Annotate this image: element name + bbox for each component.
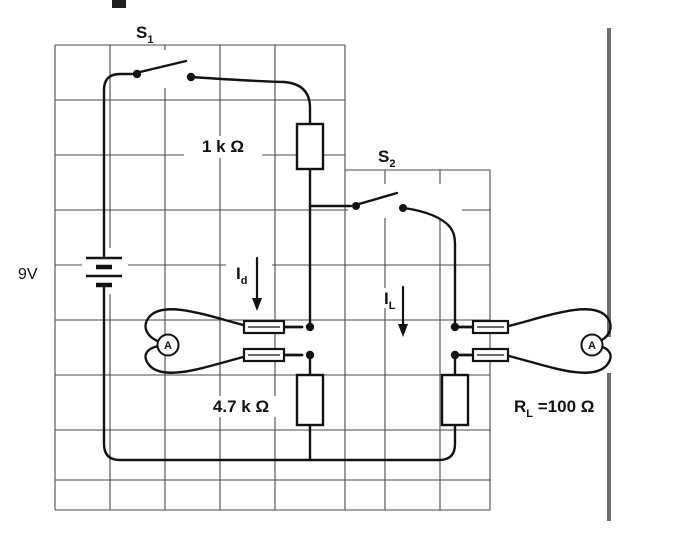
switch-s2-label: S2: [378, 147, 395, 170]
switch-terminal-dot: [186, 72, 196, 82]
junction-dot: [305, 350, 315, 360]
ammeter-left-letter: A: [164, 340, 172, 352]
wire-battery-to-s1: [102, 72, 134, 260]
ammeter-right-letter: A: [588, 340, 596, 352]
junction-dot: [450, 322, 460, 332]
resistor-load: [440, 373, 470, 427]
wire-s2-to-right-plug: [402, 206, 457, 325]
resistor-4k7-label: 4.7 k Ω: [213, 397, 269, 416]
clearing: [374, 288, 418, 308]
clearing: [118, 50, 206, 88]
switch-terminal-dot: [399, 204, 407, 212]
battery-symbol: [86, 256, 122, 288]
switch-s1-label: S1: [136, 23, 153, 46]
resistor-1k: [295, 122, 325, 171]
current-il-label: IL: [384, 289, 396, 312]
labels: 9V S1 S2 1 k Ω 4.7 k Ω RL =100 Ω Id IL A…: [18, 23, 596, 420]
clearing: [226, 263, 272, 283]
dots: [132, 69, 460, 360]
ammeter-lead: [144, 308, 249, 345]
switch-s2-arm: [357, 191, 399, 206]
banana-plugs: [242, 319, 510, 363]
clearing: [196, 396, 286, 417]
current-id-label: Id: [236, 264, 247, 287]
ammeter-lead: [144, 344, 249, 374]
junction-dot: [305, 322, 315, 332]
clearing: [184, 136, 262, 158]
load-resistor-label: RL =100 Ω: [514, 397, 594, 420]
ammeter-lead: [507, 344, 612, 374]
junction-dot: [450, 350, 460, 360]
battery-voltage-label: 9V: [18, 266, 38, 283]
switch-s1-arm: [138, 59, 188, 74]
ammeter-left: [156, 333, 180, 357]
switch-terminal-dot: [352, 202, 360, 210]
ammeter-lead: [507, 308, 612, 345]
current-arrow-id-head: [252, 298, 262, 311]
scan-artifact: [112, 0, 126, 8]
switch-terminal-dot: [132, 69, 142, 79]
components: [86, 122, 604, 427]
ammeter-right: [580, 333, 604, 357]
wires: [102, 59, 612, 462]
wire-bottom-return: [102, 284, 457, 462]
wire-s1-to-resistor1: [189, 75, 312, 126]
current-arrow-il-head: [398, 324, 408, 337]
resistor-1k-label: 1 k Ω: [202, 137, 244, 156]
resistor-4k7: [295, 373, 325, 427]
